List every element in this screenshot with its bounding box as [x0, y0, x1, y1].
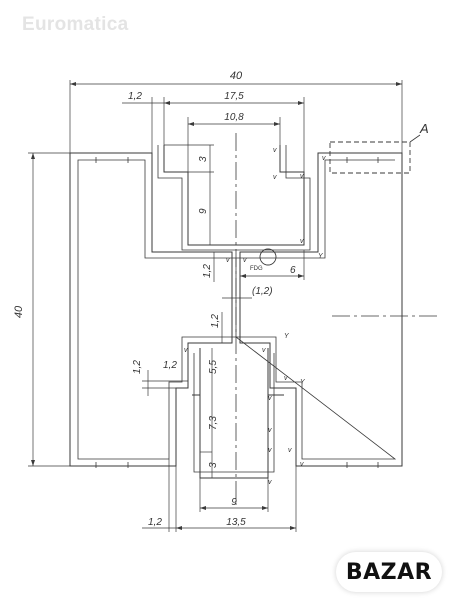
dim-neck-wall-2: 1,2 — [210, 314, 221, 328]
mark-v: v — [284, 375, 288, 382]
dim-bottom-inner-width: 9 — [231, 497, 237, 508]
mark-v: v — [273, 174, 277, 181]
brand-badge-text: BAZAR — [345, 559, 433, 585]
dim-step-wall: 1,2 — [132, 360, 143, 374]
profile-outer-outline — [69, 152, 403, 467]
bottom-channel — [192, 348, 284, 479]
brand-badge: BAZAR — [336, 552, 442, 592]
dim-top-depth: 9 — [198, 208, 209, 214]
mark-y: Y — [318, 253, 324, 260]
weld-marker-label: FDG — [250, 266, 263, 272]
mark-v: v — [273, 147, 277, 154]
dimension-lines — [28, 80, 403, 532]
mark-v: v — [268, 447, 272, 454]
profile-inner-outline — [77, 159, 397, 460]
dim-neck-wall: 1,2 — [202, 264, 213, 278]
mark-v: v — [268, 427, 272, 434]
dim-step-upper: 1,2 — [163, 360, 177, 371]
dim-bottom-depth: 7,3 — [208, 416, 219, 430]
mark-v: v — [268, 395, 272, 402]
top-channel — [163, 145, 305, 246]
mark-v: v — [262, 347, 266, 354]
mark-v: v — [184, 347, 188, 354]
mark-v: v — [300, 238, 304, 245]
mark-v: v — [243, 257, 247, 264]
wall-notches — [95, 157, 379, 468]
dim-overall-width: 40 — [230, 70, 243, 82]
mark-v: v — [268, 479, 272, 486]
dim-bottom-outer-width: 13,5 — [226, 517, 246, 528]
mark-y: Y — [284, 333, 290, 340]
mark-v: v — [300, 461, 304, 468]
dim-neck-gap: (1,2) — [252, 286, 273, 297]
mark-v: v — [322, 155, 326, 162]
dimension-arrowheads — [31, 82, 402, 530]
dim-top-outer-width: 17,5 — [224, 91, 244, 102]
top-channel-inner — [157, 145, 311, 251]
dim-bottom-wall: 1,2 — [148, 517, 162, 528]
mark-y: Y — [300, 379, 306, 386]
dim-top-flange: 3 — [198, 156, 209, 162]
mark-v: v — [300, 173, 304, 180]
dim-right-offset: 6 — [290, 265, 296, 276]
watermark-text: Euromatica — [22, 14, 129, 35]
dim-wall-top: 1,2 — [128, 91, 142, 102]
dim-bottom-flange: 3 — [208, 462, 219, 468]
dim-step-height: 5,5 — [208, 360, 219, 374]
detail-a-box — [329, 141, 411, 174]
mark-v: v — [226, 257, 230, 264]
detail-a-label: A — [419, 121, 429, 136]
mark-v: v — [288, 447, 292, 454]
dim-overall-height: 40 — [13, 305, 25, 318]
dim-top-inner-width: 10,8 — [224, 112, 244, 123]
weld-circle — [259, 248, 277, 266]
bottom-channel-inner — [193, 353, 275, 473]
detail-a-leader — [409, 134, 421, 143]
